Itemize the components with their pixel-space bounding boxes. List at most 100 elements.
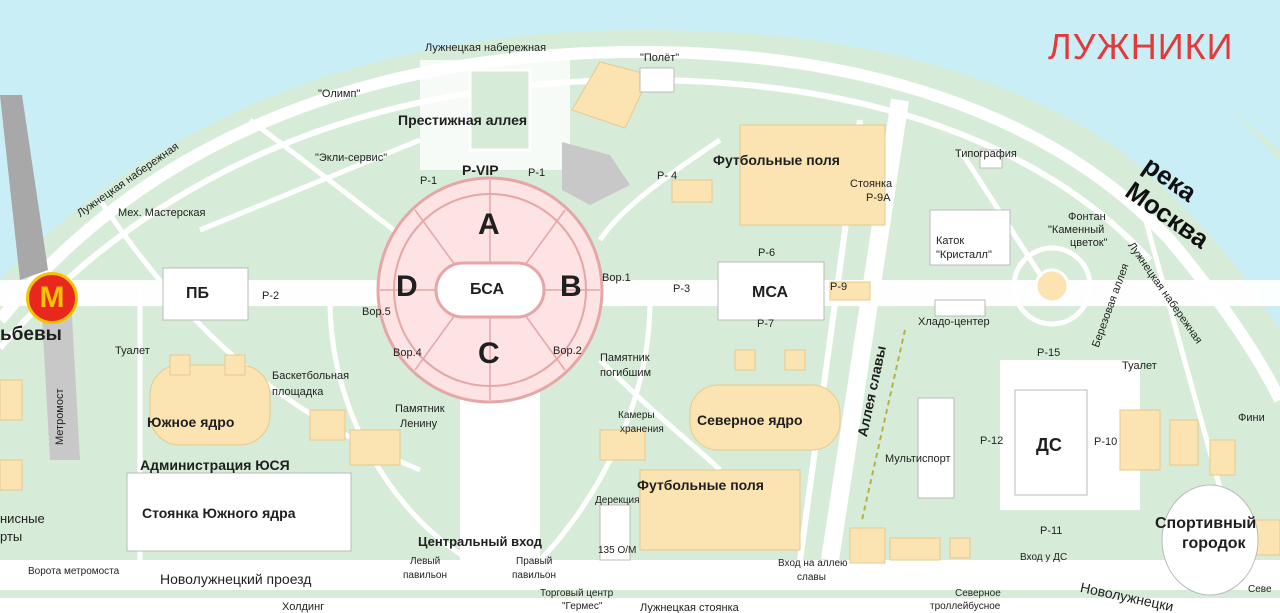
p11-label: Р-11	[1040, 525, 1063, 537]
sector-a-label: А	[478, 208, 500, 241]
metro-station-label: ьбевы	[0, 324, 62, 345]
gate4-label: Вор.4	[393, 347, 422, 359]
parking-9a-label: Стоянка	[850, 178, 893, 190]
moscow-river	[0, 0, 1280, 330]
p9-label: Р-9	[830, 281, 848, 293]
ds-building	[1014, 389, 1088, 496]
basketball-label: Баскетбольная	[272, 370, 350, 382]
basketball-label2: площадка	[272, 386, 324, 398]
ds-entrance-label: Вход у ДС	[1020, 552, 1068, 563]
trade-center-label: Торговый центр	[540, 588, 614, 599]
monument-lenin-label2: Ленину	[400, 418, 438, 430]
metro-gate-label: Ворота метромоста	[28, 566, 120, 577]
pb-building	[162, 267, 249, 321]
multisport-label: Мультиспорт	[885, 453, 951, 465]
toilet-right-label: Туалет	[1122, 360, 1157, 372]
football-south	[639, 469, 801, 551]
p10-label: Р-10	[1094, 436, 1118, 448]
p1-right-label: Р-1	[528, 167, 546, 179]
tennis-label: нисные	[0, 511, 45, 526]
south-parking	[126, 472, 352, 552]
north-trolley-label: Северное	[955, 588, 1001, 599]
p7-label: Р-7	[757, 318, 775, 330]
rink-label: Каток	[936, 235, 965, 247]
glory-entrance-label2: славы	[797, 572, 826, 583]
sev-label: Севе	[1248, 584, 1272, 595]
p6-label: Р-6	[758, 247, 776, 259]
bsa-label: БСА	[470, 281, 504, 298]
gate5-label: Вор.5	[362, 306, 391, 318]
fountain-label: Фонтан	[1068, 211, 1106, 223]
ds-label: ДС	[1036, 435, 1062, 455]
metro-icon[interactable]: M	[26, 272, 78, 324]
mech-workshop-label: Мех. Мастерская	[118, 207, 206, 219]
p2-label: Р-2	[262, 290, 280, 302]
south-core	[149, 364, 271, 446]
fini-label: Фини	[1238, 412, 1265, 424]
north-trolley-label2: троллейбусное	[930, 601, 1001, 612]
novoluzhnetsky-road	[0, 560, 1280, 590]
ekli-label: "Экли-сервис"	[315, 152, 388, 164]
right-pavilion-label2: павильон	[512, 570, 557, 581]
fountain-name2-label: цветок"	[1070, 237, 1108, 249]
right-pavilion-label: Правый	[516, 556, 553, 567]
sport-town-label2: городок	[1182, 535, 1246, 552]
central-entrance-label: Центральный вход	[418, 534, 543, 549]
olimp-label: "Олимп"	[318, 88, 361, 100]
polyot-label: "Полёт"	[640, 52, 680, 64]
msa-label: МСА	[752, 284, 789, 301]
glory-alley-road	[821, 98, 909, 562]
tennis-label2: рты	[0, 529, 23, 544]
p3-label: Р-3	[673, 283, 691, 295]
gate2-label: Вор.2	[553, 345, 582, 357]
storage-label2: хранения	[620, 424, 664, 435]
fountain	[1011, 245, 1093, 327]
football-north-label: Футбольные поля	[713, 152, 840, 168]
monument-fallen-label2: погибшим	[600, 367, 652, 379]
pvip-label: Р-VIP	[462, 162, 499, 178]
metro-bridge	[0, 95, 48, 280]
storage-label: Камеры	[618, 410, 655, 421]
left-pavilion-label2: павильон	[403, 570, 448, 581]
novoluzh-road-label: Новолужнецкий проезд	[160, 571, 312, 587]
pb-label: ПБ	[186, 285, 209, 302]
p1-left-label: Р-1	[420, 175, 438, 187]
msa-building	[717, 261, 825, 321]
trade-center-label2: "Гермес"	[562, 601, 603, 612]
monument-fallen-label: Памятник	[600, 352, 650, 364]
monument-lenin-label: Памятник	[395, 403, 445, 415]
south-parking-label: Стоянка Южного ядра	[142, 505, 296, 521]
sport-town-label: Спортивный	[1155, 515, 1257, 532]
embankment-top-label: Лужнецкая набережная	[425, 42, 547, 54]
metro-bridge-label: Метромост	[54, 388, 66, 445]
sector-b-label: В	[560, 270, 582, 303]
rink-name-label: "Кристалл"	[936, 249, 992, 261]
p4-label: Р- 4	[657, 170, 678, 182]
map-title: ЛУЖНИКИ	[1048, 26, 1234, 67]
football-south-label: Футбольные поля	[637, 477, 764, 493]
toilet-left-label: Туалет	[115, 345, 150, 357]
glory-entrance-label: Вход на аллею	[778, 558, 848, 569]
south-core-label: Южное ядро	[147, 414, 235, 430]
embankment-road	[0, 45, 1280, 403]
sector-c-label: С	[478, 337, 500, 370]
prestige-alley-label: Престижная аллея	[398, 112, 528, 128]
parking-9a-code: Р-9А	[866, 192, 891, 204]
typography-label: Типография	[955, 148, 1017, 160]
cold-center-label: Хладо-центер	[918, 316, 990, 328]
sport-town	[1161, 484, 1259, 596]
luzh-parking-label: Лужнецкая стоянка	[640, 602, 739, 613]
left-pavilion-label: Левый	[410, 556, 441, 567]
p12-label: Р-12	[980, 435, 1004, 447]
north-core	[689, 384, 841, 451]
holding-label: Холдинг	[282, 601, 325, 613]
fountain-name1-label: "Каменный	[1048, 224, 1105, 236]
admin-label: Администрация ЮСЯ	[140, 457, 290, 473]
north-core-label: Северное ядро	[697, 412, 803, 428]
football-north	[739, 124, 886, 226]
direction-label: Дерекция	[595, 495, 640, 506]
polyot-building	[571, 61, 651, 129]
p15-label: Р-15	[1037, 347, 1061, 359]
